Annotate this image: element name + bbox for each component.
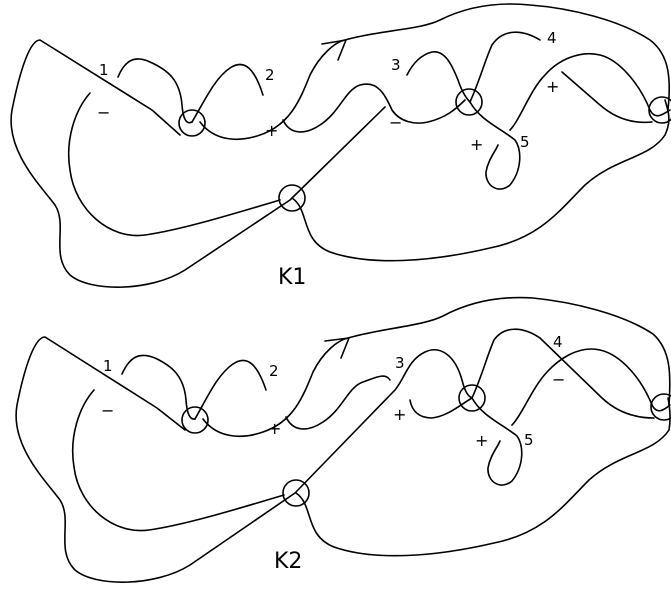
k1-arc-label-1: 1 (99, 61, 109, 79)
k2-sign-5: + (475, 431, 488, 450)
k1-strand-arc-1 (117, 58, 193, 124)
k1-virtual-crossing-2 (455, 88, 483, 116)
k2-sign-2: + (268, 419, 281, 438)
k1-strand-right (509, 52, 671, 131)
k1-strand-outer-left (10, 39, 386, 288)
k1-sign-4: + (546, 77, 559, 96)
k2-title: K2 (274, 549, 302, 574)
knot-diagram-k2: 1 2 3 4 5 − + + − + K2 (15, 296, 671, 583)
k1-strand-right-lower (561, 71, 653, 124)
k1-sign-3: − (389, 113, 402, 132)
k1-strand-lower-right (291, 99, 670, 262)
k1-sign-5: + (470, 135, 483, 154)
k1-title: K1 (278, 265, 306, 290)
k2-arc-label-2: 2 (269, 362, 279, 380)
k2-sign-3: + (393, 405, 406, 424)
k2-strand-right-lower (539, 337, 655, 419)
k2-arc-label-3: 3 (395, 354, 405, 372)
k1-arc-label-3: 3 (391, 56, 401, 74)
k1-arc-label-5: 5 (520, 133, 530, 151)
k2-sign-1: − (101, 401, 114, 420)
k1-strand-arc-4 (469, 31, 541, 103)
k2-virtual-crossing-3 (282, 479, 310, 507)
k1-sign-2: + (265, 121, 278, 140)
k1-strand-arc-3 (406, 51, 471, 103)
k2-strand-arc-4 (471, 328, 541, 399)
k2-arc-label-1: 1 (103, 357, 113, 375)
k2-strand-top-outer (347, 296, 671, 406)
knot-diagram-k1: 1 2 3 4 5 − + − + + K1 (10, 3, 671, 290)
k2-strand-outer-left (15, 336, 473, 583)
k1-strand-center-arc (199, 39, 346, 140)
k2-virtual-crossing-1 (181, 406, 209, 434)
k2-virtual-crossing-2 (458, 384, 486, 412)
k1-strand-arc-5 (469, 101, 521, 190)
k2-arc-label-4: 4 (553, 333, 563, 351)
k1-strand-arc-2 (191, 63, 264, 123)
k1-virtual-crossing-3 (278, 184, 306, 212)
k2-virtual-crossing-4 (650, 393, 671, 421)
k2-strand-inner-left (71, 389, 285, 532)
k2-strand-right (511, 348, 671, 426)
k1-virtual-crossing-4 (648, 96, 671, 124)
k2-strand-arc-5 (471, 397, 523, 486)
k1-arc-label-2: 2 (265, 66, 275, 84)
k1-strand-middle (282, 83, 466, 133)
k2-strand-middle (285, 375, 391, 430)
k1-arc-label-4: 4 (547, 29, 557, 47)
k1-strand-top-outer (344, 3, 671, 111)
k2-strand-arc-1 (121, 354, 196, 420)
k1-sign-1: − (97, 103, 110, 122)
k1-strand-inner-left (67, 92, 281, 237)
k2-arrow (324, 337, 350, 359)
k2-strand-center-arc (202, 337, 349, 437)
k2-strand-arc-2 (194, 359, 267, 420)
k2-arc-label-5: 5 (524, 431, 534, 449)
k2-sign-4: − (552, 370, 565, 389)
k2-strand-lower-right (295, 397, 671, 557)
k1-arrow (321, 39, 347, 61)
k1-virtual-crossing-1 (178, 109, 206, 137)
